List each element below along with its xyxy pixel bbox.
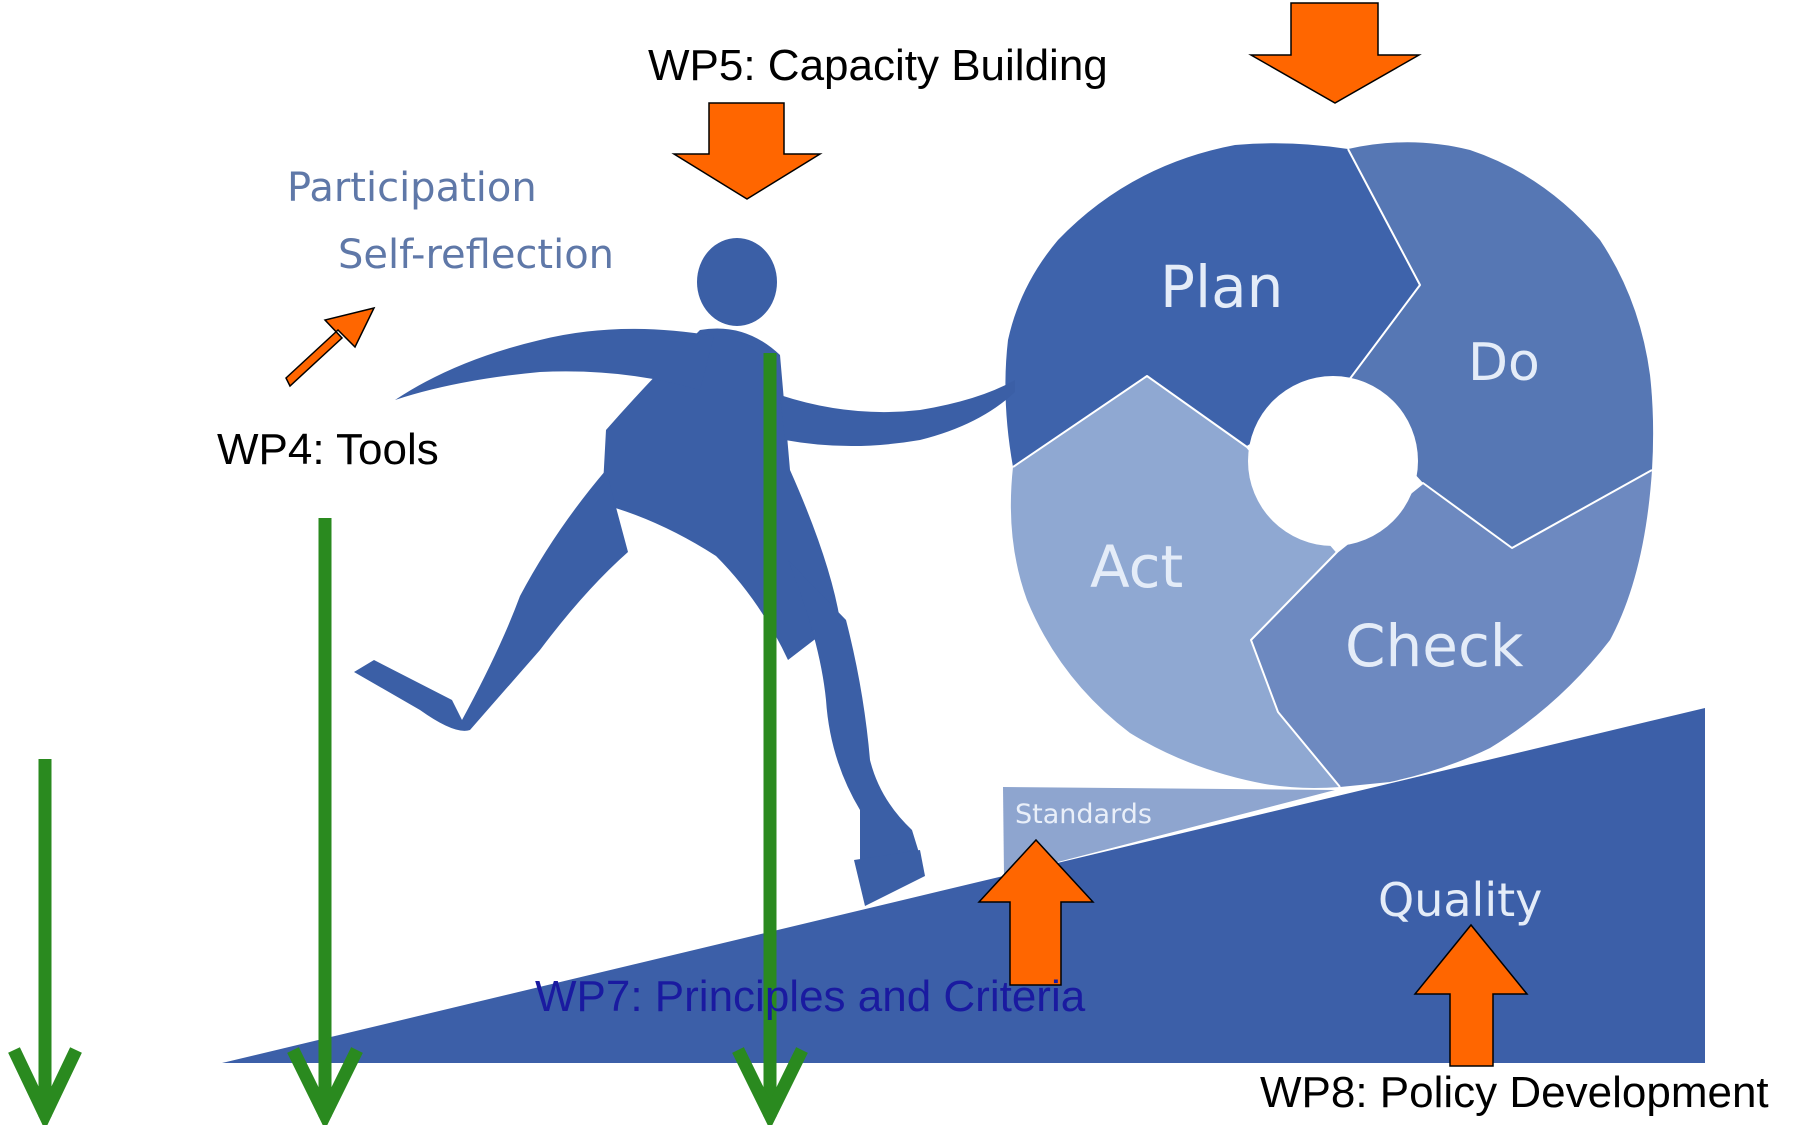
pdca-cycle [1005, 142, 1654, 788]
green-arrow-middle [287, 518, 363, 1130]
participation-text: Participation [287, 165, 537, 211]
wp7-label: WP7: Principles and Criteria [535, 972, 1086, 1021]
plan-label: Plan [1160, 253, 1284, 321]
orange-arrows [285, 2, 1529, 1067]
self-reflection-text: Self-reflection [338, 232, 615, 278]
standards-wedge [1003, 787, 1335, 876]
green-arrows [8, 353, 808, 1130]
do-wedge [1340, 142, 1654, 548]
quality-ramp [222, 708, 1705, 1063]
figure-front-leg [788, 560, 920, 872]
cycle-arrow [1248, 2, 1422, 104]
figure-front-foot [854, 850, 925, 906]
cycle-center-hole [1248, 376, 1418, 546]
quality-arrow [1413, 923, 1529, 1067]
wp5-label: WP5: Capacity Building [648, 41, 1108, 90]
check-wedge [1251, 470, 1652, 787]
standards-label: Standards [1015, 799, 1152, 830]
wp8-label: WP8: Policy Development [1260, 1068, 1769, 1117]
wp4-label: WP4: Tools [217, 425, 439, 474]
wp5-arrow [671, 102, 823, 200]
wp4-arrow [285, 306, 376, 388]
standards-arrow [977, 838, 1095, 986]
quality-label: Quality [1378, 873, 1543, 927]
running-figure [354, 238, 1015, 906]
green-arrow-left [8, 759, 82, 1130]
figure-front-arm [780, 380, 1015, 446]
do-label: Do [1468, 333, 1540, 393]
figure-back-arm [395, 328, 714, 400]
green-arrow-right [732, 353, 808, 1130]
figure-torso [602, 328, 840, 660]
act-label: Act [1090, 533, 1184, 601]
figure-head [697, 238, 777, 326]
check-label: Check [1345, 612, 1524, 680]
figure-back-leg [354, 470, 628, 731]
